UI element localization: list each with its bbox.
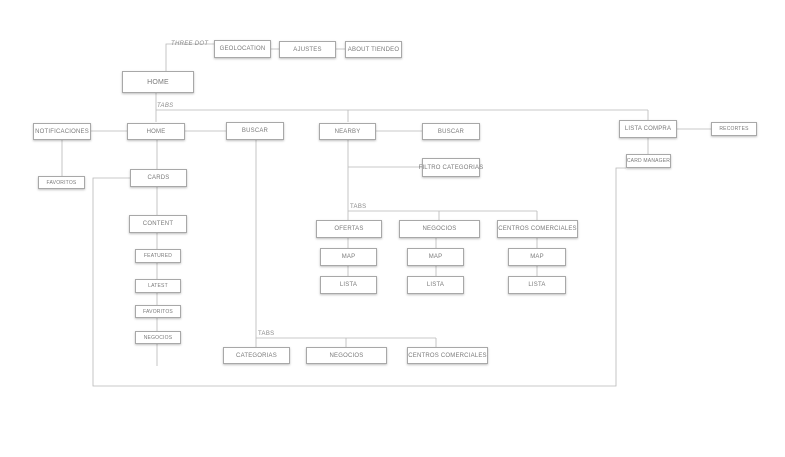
content-node[interactable]: CONTENT: [129, 215, 187, 233]
ajustes-node[interactable]: AJUSTES: [279, 41, 336, 58]
recortes-node[interactable]: RECORTES: [711, 122, 757, 136]
connector-three-dot: [165, 43, 214, 71]
featured-node[interactable]: FEATURED: [135, 249, 181, 263]
favoritos-content-node[interactable]: FAVORITOS: [135, 305, 181, 318]
geolocation-node[interactable]: GEOLOCATION: [214, 40, 271, 58]
tabs-label-main: TABS: [157, 103, 174, 109]
lista-compra-node[interactable]: LISTA COMPRA: [619, 120, 677, 138]
tabs-label-buscar: TABS: [258, 331, 275, 337]
buscar-tab-node[interactable]: BUSCAR: [226, 122, 284, 140]
cards-node[interactable]: CARDS: [130, 169, 187, 187]
filtro-categorias-node[interactable]: FILTRO CATEGORIAS: [419, 158, 483, 177]
home-tab-node[interactable]: HOME: [127, 123, 185, 140]
categorias-node[interactable]: CATEGORIAS: [223, 347, 290, 364]
favoritos-notif-node[interactable]: FAVORITOS: [38, 176, 85, 189]
buscar-nearby-node[interactable]: BUSCAR: [422, 123, 480, 140]
three-dot-label: THREE DOT: [171, 41, 209, 47]
negocios-buscar-node[interactable]: NEGOCIOS: [306, 347, 387, 364]
map-negocios-node[interactable]: MAP: [407, 248, 464, 266]
notificaciones-node[interactable]: NOTIFICACIONES: [33, 123, 91, 140]
negocios-nearby-node[interactable]: NEGOCIOS: [399, 220, 480, 238]
map-ofertas-node[interactable]: MAP: [320, 248, 377, 266]
tabs-label-nearby: TABS: [350, 204, 367, 210]
negocios-content-node[interactable]: NEGOCIOS: [135, 331, 181, 344]
home-root-node[interactable]: HOME: [122, 71, 194, 93]
lista-ofertas-node[interactable]: LISTA: [320, 276, 377, 294]
centros-comerciales-nearby-node[interactable]: CENTROS COMERCIALES: [497, 220, 578, 238]
nearby-node[interactable]: NEARBY: [319, 123, 376, 140]
card-manager-node[interactable]: CARD MANAGER: [626, 154, 671, 168]
lista-centros-node[interactable]: LISTA: [508, 276, 566, 294]
about-tiendeo-node[interactable]: ABOUT TIENDEO: [345, 41, 402, 58]
ofertas-node[interactable]: OFERTAS: [316, 220, 382, 238]
lista-negocios-node[interactable]: LISTA: [407, 276, 464, 294]
latest-node[interactable]: LATEST: [135, 279, 181, 293]
map-centros-node[interactable]: MAP: [508, 248, 566, 266]
centros-comerciales-buscar-node[interactable]: CENTROS COMERCIALES: [407, 347, 488, 364]
connector-cards-card-manager: [92, 167, 626, 387]
